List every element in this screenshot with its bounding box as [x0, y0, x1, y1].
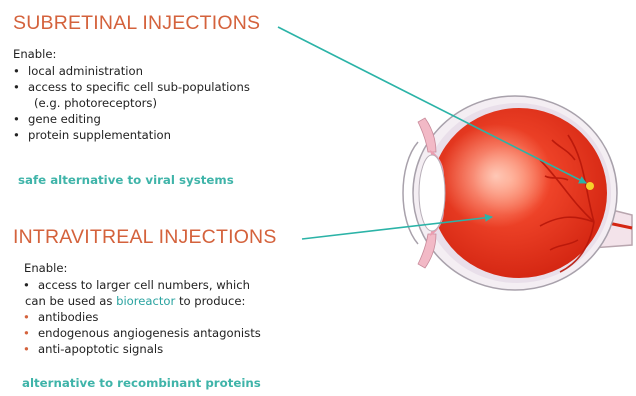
intravitreal-highlight: alternative to recombinant proteins	[22, 376, 261, 390]
intravitreal-enable-label: Enable:	[24, 261, 67, 275]
intravitreal-heading: INTRAVITREAL INJECTIONS	[13, 226, 277, 249]
list-item: •access to specific cell sub-populations	[10, 79, 250, 95]
list-item: •protein supplementation	[10, 127, 250, 143]
list-item: •anti-apoptotic signals	[20, 341, 261, 357]
subretinal-enable-label: Enable:	[13, 47, 56, 61]
subretinal-heading: SUBRETINAL INJECTIONS	[13, 12, 260, 35]
iris-upper	[418, 118, 436, 152]
list-item-continuation: (e.g. photoreceptors)	[10, 95, 250, 111]
intravitreal-list: •access to larger cell numbers, which ca…	[20, 277, 261, 357]
bioreactor-term: bioreactor	[116, 294, 175, 308]
subretinal-highlight: safe alternative to viral systems	[18, 173, 234, 187]
list-item: •gene editing	[10, 111, 250, 127]
list-item: •endogenous angiogenesis antagonists	[20, 325, 261, 341]
iris-lower	[418, 234, 436, 268]
fovea	[586, 182, 594, 190]
list-item: •access to larger cell numbers, which	[20, 277, 261, 293]
lens	[419, 155, 445, 231]
list-item-continuation: can be used as bioreactor to produce:	[20, 293, 261, 309]
subretinal-list: •local administration •access to specifi…	[10, 63, 250, 143]
list-item: •local administration	[10, 63, 250, 79]
list-item: •antibodies	[20, 309, 261, 325]
